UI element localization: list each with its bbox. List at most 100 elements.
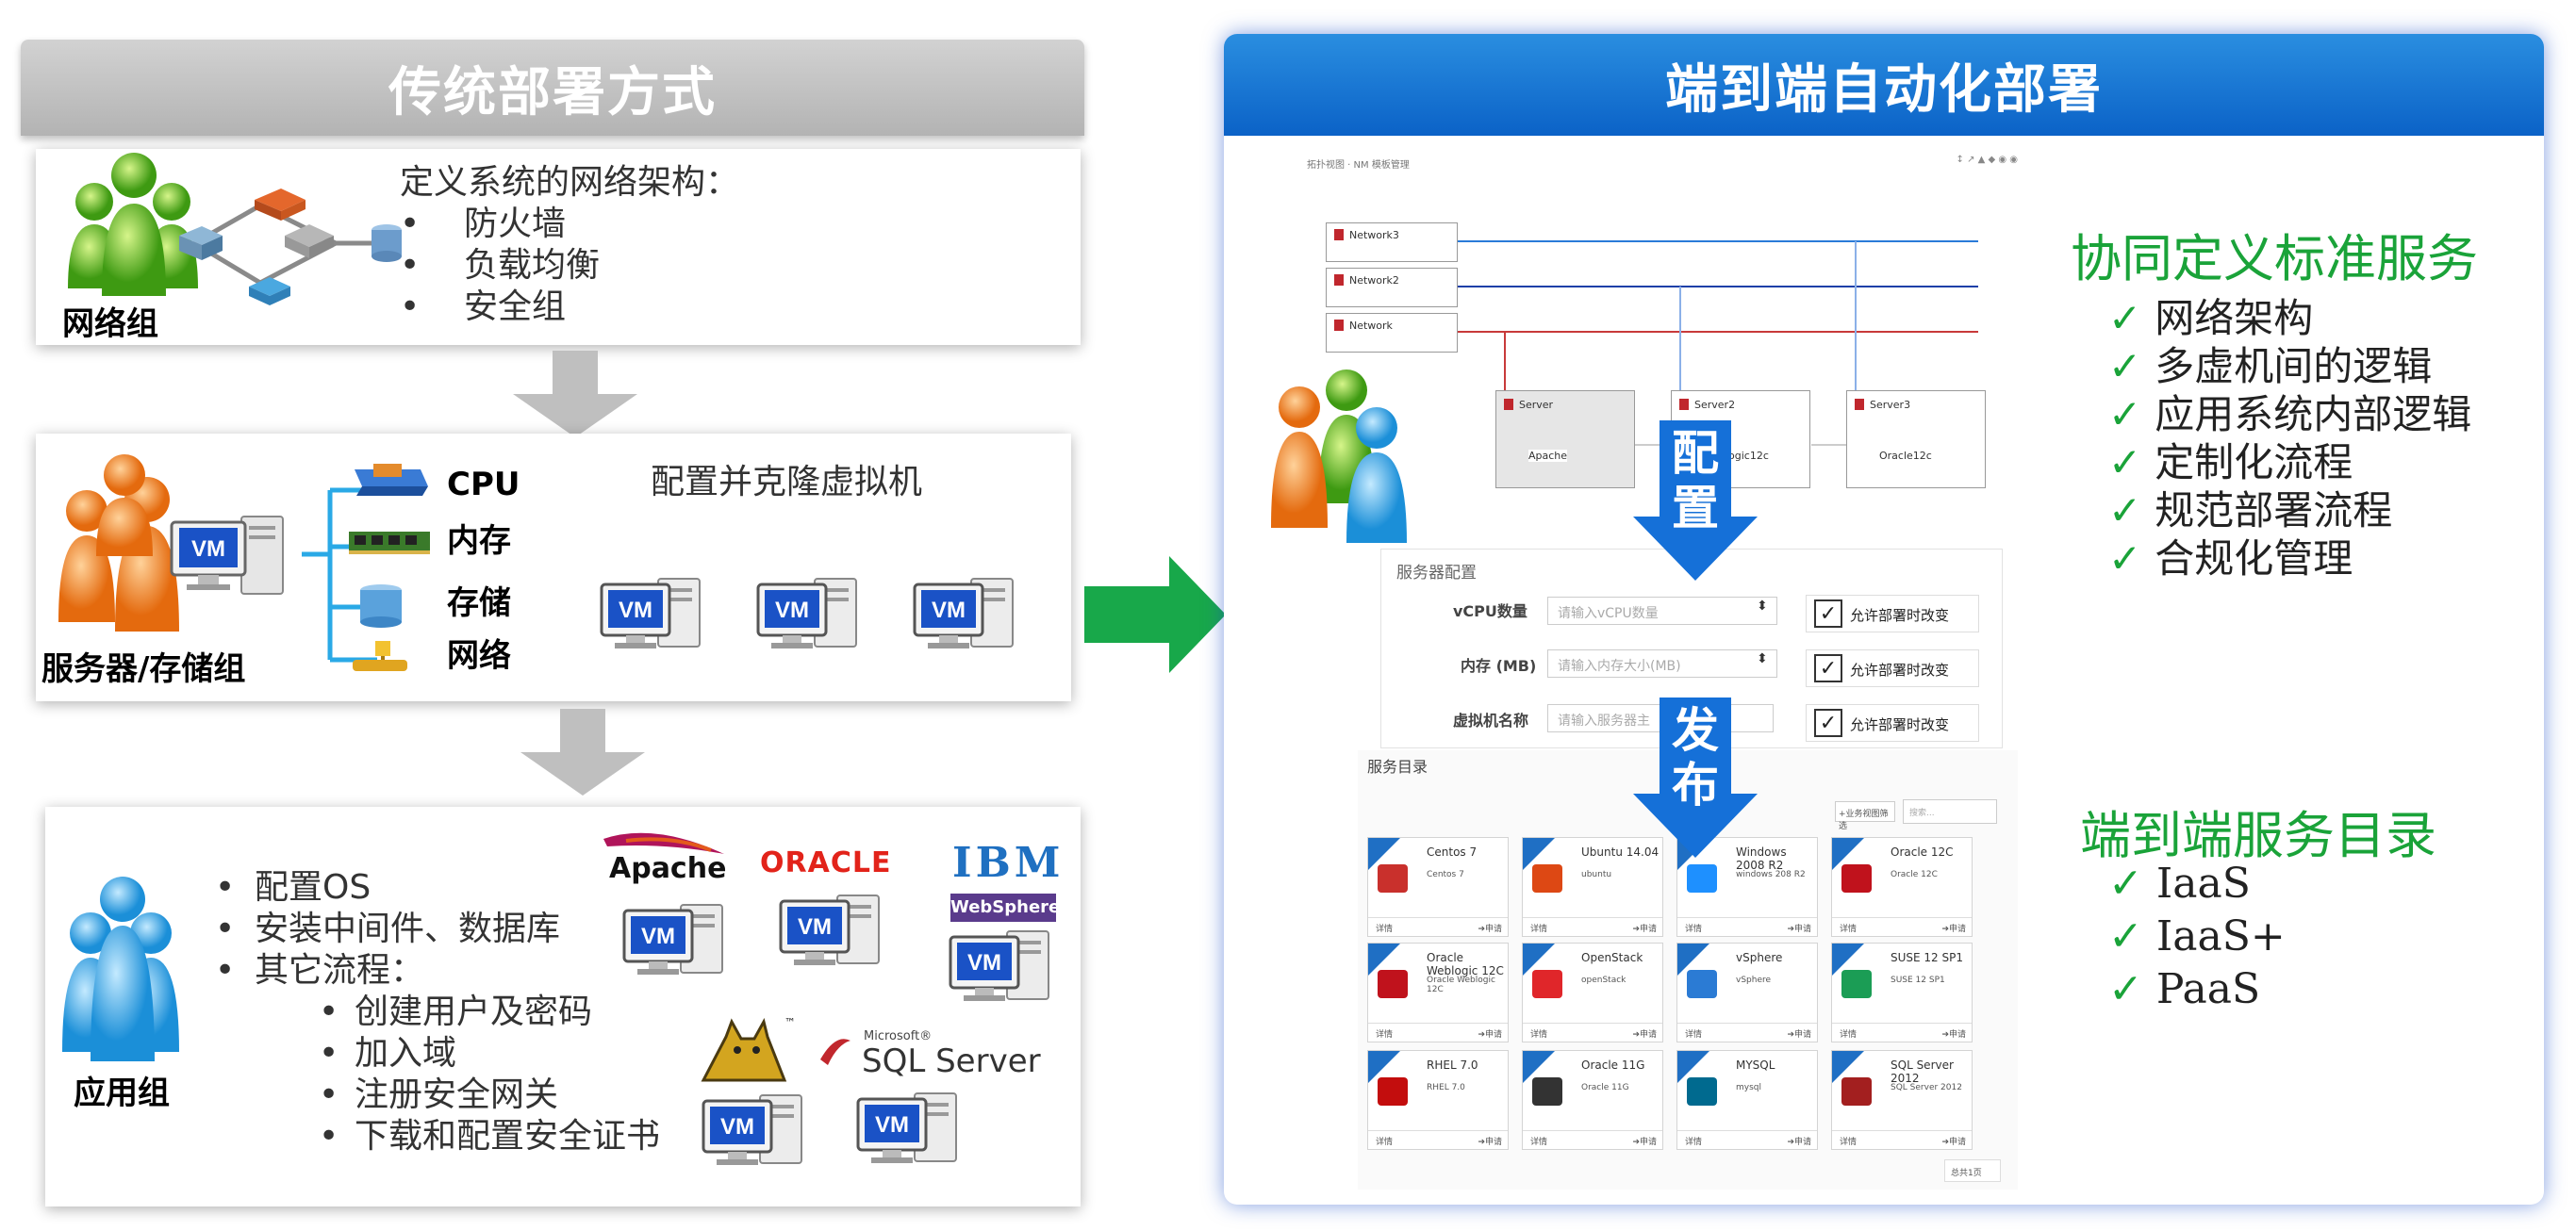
detail-link[interactable]: 详情 [1685,1030,1703,1040]
checkbox-checked[interactable]: ✓ [1814,654,1842,682]
filter-button[interactable]: +业务视图筛选 [1835,801,1895,831]
detail-link[interactable]: 详情 [1685,925,1703,934]
detail-link[interactable]: 详情 [1530,1030,1548,1040]
service-card-footer: 详情 ➔申请 [1523,1130,1662,1149]
bullet: • [319,1117,339,1156]
svg-text:VM: VM [191,536,225,562]
server-node-label: Server2 [1694,399,1736,411]
service-name: MYSQL [1736,1059,1775,1072]
detail-link[interactable]: 详情 [1685,1138,1703,1147]
network-node[interactable]: Network [1326,313,1458,353]
microsoft-label: Microsoft® [864,1029,933,1043]
service-name: Ubuntu 14.04 [1581,845,1660,859]
apply-link[interactable]: ➔申请 [1632,925,1657,934]
app-item-config-os: 配置OS [255,868,372,907]
people-group-mixed-icon [1271,369,1407,543]
stepper-icon[interactable]: ⬍ [1757,599,1768,614]
cpu-icon [355,464,428,496]
apply-link[interactable]: ➔申请 [1787,925,1811,934]
detail-link[interactable]: 详情 [1840,1030,1858,1040]
detail-link[interactable]: 详情 [1840,1138,1858,1147]
apply-link[interactable]: ➔申请 [1941,1138,1966,1147]
apply-link[interactable]: ➔申请 [1941,1030,1966,1040]
service-catalog-summary-list: ✓IaaS✓IaaS+✓PaaS [2108,858,2286,1016]
service-logo-icon [1532,864,1562,893]
service-catalog-title: 服务目录 [1367,758,1428,776]
check-list-item: ✓网络架构 [2108,294,2471,342]
checkmark-icon: ✓ [2108,439,2142,485]
allow-change-checkbox-row[interactable]: ✓ 允许部署时改变 [1806,595,1979,632]
detail-link[interactable]: 详情 [1530,925,1548,934]
service-name: Oracle 11G [1581,1059,1645,1072]
clone-vm-caption: 配置并克隆虚拟机 [651,463,923,501]
memory-input[interactable]: 请输入内存大小(MB) [1547,649,1777,678]
checkbox-checked[interactable]: ✓ [1814,599,1842,628]
config-down-arrow-icon [1633,420,1758,581]
vm-tomcat-icon [702,1093,803,1167]
apply-link[interactable]: ➔申请 [1941,925,1966,934]
check-list-item: ✓合规化管理 [2108,534,2471,583]
check-list-item: ✓IaaS [2108,858,2286,911]
server-app-label: Apache [1528,450,1568,462]
apply-link[interactable]: ➔申请 [1478,1030,1502,1040]
detail-link[interactable]: 详情 [1840,925,1858,934]
apply-link[interactable]: ➔申请 [1632,1030,1657,1040]
stepper-icon[interactable]: ⬍ [1757,651,1768,666]
apply-link[interactable]: ➔申请 [1478,1138,1502,1147]
sub-item-join-domain: 加入域 [355,1034,457,1073]
topology-toolbar-icons[interactable]: ↕ ↗ ▲ ◆ ◉ ◉ [1956,155,2018,165]
detail-link[interactable]: 详情 [1376,925,1394,934]
allow-change-checkbox-row[interactable]: ✓ 允许部署时改变 [1806,649,1979,687]
check-item-label: IaaS+ [2155,912,2286,960]
check-list-item: ✓规范部署流程 [2108,486,2471,534]
network-node[interactable]: Network3 [1326,222,1458,262]
bullet: • [319,1034,339,1073]
memory-label: 内存 (MB) [1461,657,1537,675]
service-card-footer: 详情 ➔申请 [1677,917,1817,936]
bullet: • [319,1075,339,1114]
resource-cpu-label: CPU [447,466,520,503]
service-name: RHEL 7.0 [1427,1059,1478,1072]
server-node-label: Server [1519,399,1554,411]
apply-link[interactable]: ➔申请 [1787,1138,1811,1147]
network-node[interactable]: Network2 [1326,268,1458,307]
vm-clone-icon [756,577,858,650]
service-card-footer: 详情 ➔申请 [1368,917,1508,936]
apply-link[interactable]: ➔申请 [1632,1138,1657,1147]
detail-link[interactable]: 详情 [1376,1138,1394,1147]
service-card-footer: 详情 ➔申请 [1368,1023,1508,1042]
detail-link[interactable]: 详情 [1376,1030,1394,1040]
app-group-label: 应用组 [74,1075,170,1112]
catalog-search-input[interactable]: 搜索... [1903,799,1997,824]
tomcat-logo-icon [701,1018,787,1082]
vm-name-label: 虚拟机名称 [1453,712,1529,730]
checkbox-checked[interactable]: ✓ [1814,709,1842,737]
service-name: OpenStack [1581,951,1643,964]
bullet: • [319,993,339,1031]
app-item-other-process: 其它流程： [255,951,425,990]
apply-link[interactable]: ➔申请 [1787,1030,1811,1040]
sub-item-register-gateway: 注册安全网关 [355,1075,559,1114]
server-node-label: Server3 [1870,399,1911,411]
detail-link[interactable]: 详情 [1530,1138,1548,1147]
app-group-card: 应用组 • 配置OS • 安装中间件、数据库 • 其它流程： • 创建用户及密码… [45,807,1081,1206]
auto-deploy-title: 端到端自动化部署 [1224,34,2544,136]
allow-change-checkbox-row[interactable]: ✓ 允许部署时改变 [1806,704,1979,742]
apply-link[interactable]: ➔申请 [1478,925,1502,934]
vcpu-input[interactable]: 请输入vCPU数量 [1547,597,1777,625]
